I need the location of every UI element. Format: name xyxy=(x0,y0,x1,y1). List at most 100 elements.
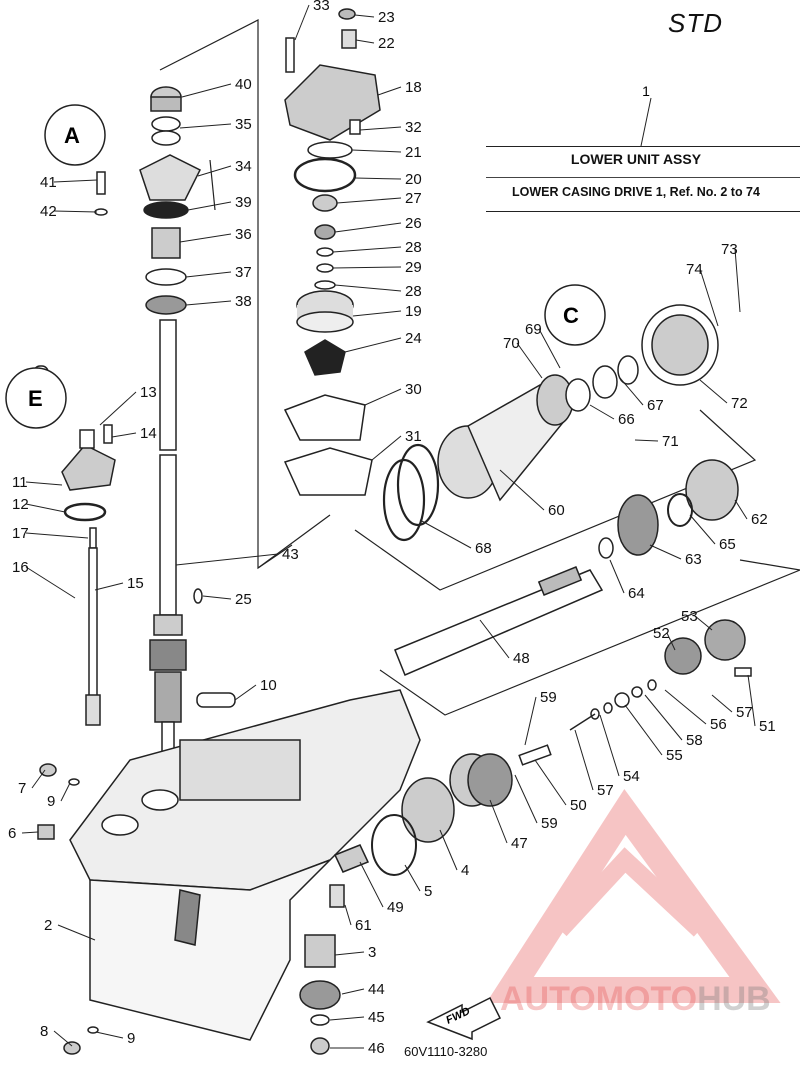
leader-line-c31 xyxy=(371,435,402,461)
leader-line-c71 xyxy=(634,439,659,442)
callout-c22: 22 xyxy=(378,35,395,52)
callout-c24: 24 xyxy=(405,330,422,347)
watermark-part1: AUTOMOTO xyxy=(500,980,698,1018)
callout-c29: 29 xyxy=(405,259,422,276)
water-pump-stack xyxy=(283,8,381,496)
callout-c74: 74 xyxy=(686,261,703,278)
callout-c19: 19 xyxy=(405,303,422,320)
leader-line-c4 xyxy=(439,829,458,871)
title-ref-number: 1 xyxy=(642,83,650,99)
propeller-shaft-housing xyxy=(382,304,739,559)
leader-line-c59b xyxy=(514,774,538,824)
leader-line-c54 xyxy=(599,714,620,777)
lower-casing-part xyxy=(69,689,421,1041)
callout-c57b: 57 xyxy=(597,782,614,799)
leader-line-c39 xyxy=(187,201,232,211)
callout-c15: 15 xyxy=(127,575,144,592)
leader-line-c45 xyxy=(329,1016,365,1021)
leader-line-c56 xyxy=(664,689,707,725)
callout-c2: 2 xyxy=(44,917,52,934)
leader-line-c49 xyxy=(359,861,384,908)
callout-c59a: 59 xyxy=(540,689,557,706)
leader-line-c61 xyxy=(344,904,352,926)
callout-c21: 21 xyxy=(405,144,422,161)
leader-line-c57b xyxy=(574,729,594,791)
leader-line-c18 xyxy=(377,86,402,96)
leader-line-c51 xyxy=(747,674,756,727)
leader-line-c32 xyxy=(359,126,402,131)
leader-line-c12 xyxy=(25,503,66,513)
leader-line-c25 xyxy=(202,595,232,600)
leader-line-c26 xyxy=(334,222,402,233)
leader-line-c16 xyxy=(25,566,76,599)
callout-c66: 66 xyxy=(618,411,635,428)
leader-line-c19 xyxy=(352,310,402,317)
callout-c31: 31 xyxy=(405,428,422,445)
callout-c35: 35 xyxy=(235,116,252,133)
leader-line-c52 xyxy=(666,632,676,651)
callout-c3: 3 xyxy=(368,944,376,961)
std-label: STD xyxy=(668,8,723,38)
leader-line-c60 xyxy=(499,469,545,511)
leader-line-c42 xyxy=(53,210,98,213)
callout-c58: 58 xyxy=(686,732,703,749)
callout-c60: 60 xyxy=(548,502,565,519)
leader-line-c15 xyxy=(94,582,124,591)
callout-c65: 65 xyxy=(719,536,736,553)
callout-c30: 30 xyxy=(405,381,422,398)
callout-c38: 38 xyxy=(235,293,252,310)
callout-c5: 5 xyxy=(424,883,432,900)
leader-line-c30 xyxy=(364,388,402,406)
callout-c12: 12 xyxy=(12,496,29,513)
callout-c71: 71 xyxy=(662,433,679,450)
callout-c7: 7 xyxy=(18,780,26,797)
leader-line-c69 xyxy=(538,328,561,369)
leader-line-c27 xyxy=(336,197,402,204)
leader-line-c11 xyxy=(25,481,63,486)
lube-symbol-grease-e: E xyxy=(28,386,43,411)
callout-c6: 6 xyxy=(8,825,16,842)
leader-line-c48 xyxy=(479,619,510,659)
title-box: LOWER UNIT ASSY LOWER CASING DRIVE 1, Re… xyxy=(486,146,800,212)
leader-line-c43 xyxy=(175,553,279,566)
callout-c23: 23 xyxy=(378,9,395,26)
watermark-logo-icon xyxy=(486,789,781,1003)
lube-label-layer: AEC xyxy=(28,123,579,411)
callout-c11: 11 xyxy=(12,474,28,491)
leader-line-c68 xyxy=(419,519,472,549)
callout-c26: 26 xyxy=(405,215,422,232)
leader-line-c28a xyxy=(332,246,402,253)
leader-line-c74 xyxy=(699,268,719,327)
callout-c13: 13 xyxy=(140,384,157,401)
leader-line-c62 xyxy=(734,499,748,520)
drawing-code: 60V1110-3280 xyxy=(404,1044,488,1059)
callout-c67: 67 xyxy=(647,397,664,414)
leader-line-c8 xyxy=(53,1030,73,1047)
callout-c9a: 9 xyxy=(47,793,55,810)
callout-c72: 72 xyxy=(731,395,748,412)
callout-c52: 52 xyxy=(653,625,670,642)
assembly-outline-lines xyxy=(159,19,800,716)
callout-c14: 14 xyxy=(140,425,157,442)
callout-c16: 16 xyxy=(12,559,29,576)
leader-line-c35 xyxy=(179,123,232,129)
callout-c68: 68 xyxy=(475,540,492,557)
callout-c48: 48 xyxy=(513,650,530,667)
callout-c55: 55 xyxy=(666,747,683,764)
leader-line-c9b xyxy=(95,1031,124,1039)
callout-c17: 17 xyxy=(12,525,29,542)
callout-c69: 69 xyxy=(525,321,542,338)
leader-line-c53 xyxy=(694,615,713,631)
leader-line-c6 xyxy=(21,831,39,834)
callout-c47: 47 xyxy=(511,835,528,852)
callout-c57a: 57 xyxy=(736,704,753,721)
watermark-text: AUTOMOTOHUB xyxy=(500,980,771,1019)
callout-c33: 33 xyxy=(313,0,330,14)
lube-symbol-grease-c: C xyxy=(563,303,579,328)
leader-line-c29 xyxy=(332,266,402,269)
leader-line-c3 xyxy=(334,951,365,956)
watermark-part2: HUB xyxy=(697,980,771,1018)
callout-c32: 32 xyxy=(405,119,422,136)
leader-line-c57a xyxy=(711,694,733,713)
